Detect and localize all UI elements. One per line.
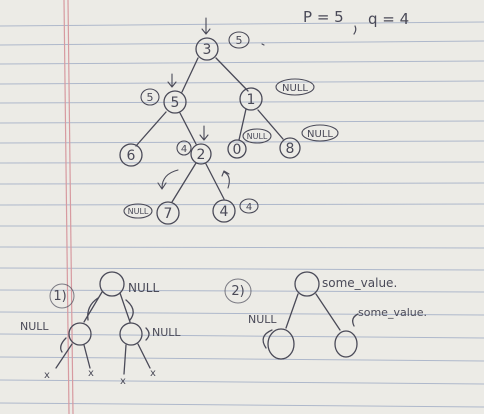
case1-leaf-mark-3: x (120, 376, 126, 387)
lrl-tag: NULL (128, 207, 149, 216)
case1-left-tag: NULL (20, 320, 49, 333)
case1-root-tag: NULL (128, 281, 159, 295)
arrow-node2 (199, 125, 209, 141)
case1-down-1 (55, 343, 73, 369)
node-7-value: 7 (164, 206, 173, 222)
rl-tag: NULL (247, 132, 268, 141)
case1-leaf-mark-4: x (150, 368, 156, 379)
comma-mark (353, 25, 357, 35)
node-8 (279, 137, 301, 159)
lr-tag: 4 (181, 144, 187, 155)
arrow-left (167, 73, 177, 88)
root-tag: 5 (236, 34, 243, 47)
case1-down-3 (123, 344, 127, 375)
rr-tag: NULL (307, 129, 333, 140)
case2-label: 2) (231, 284, 244, 299)
case2-root-tag: some_value. (322, 276, 397, 290)
case2-edge-left (285, 293, 299, 329)
case2-hook-right (352, 313, 359, 327)
case2-edge-right (315, 293, 341, 331)
arrow-root (201, 17, 211, 35)
node-2-value: 2 (197, 147, 206, 163)
case1-left (68, 322, 92, 346)
node-root (195, 37, 219, 61)
node-5-value: 5 (171, 95, 180, 111)
tree-nodes (119, 37, 301, 225)
case2-label-bubble (224, 278, 252, 304)
case1-right (119, 322, 143, 346)
rl-tag-bubble (242, 128, 272, 144)
case1-hook-right (145, 327, 150, 341)
case1-leaf-mark-2: x (88, 368, 94, 379)
case1-label: 1) (53, 289, 66, 304)
p-value-label: P = 5 (303, 8, 344, 26)
case-1: 1) NULL NULL NULL x x x x (20, 271, 181, 387)
case2-right-tag: some_value. (358, 306, 427, 319)
case2-left (267, 328, 295, 360)
node-4 (212, 199, 236, 223)
node-root-value: 3 (203, 42, 212, 58)
case2-left-tag: NULL (248, 313, 277, 326)
arrow-curve-right (221, 170, 230, 189)
node-0-value: 0 (233, 142, 242, 158)
left-tag-bubble (140, 88, 160, 106)
node-6-value: 6 (127, 148, 136, 164)
lrr-tag: 4 (246, 202, 252, 213)
node-5 (163, 90, 187, 114)
node-2 (190, 143, 212, 165)
ruled-lines (0, 21, 484, 408)
case2-hook-left (262, 329, 273, 349)
margin-lines (63, 0, 74, 414)
node-1 (239, 87, 263, 111)
dot-mark (261, 43, 265, 46)
left-tag: 5 (147, 91, 154, 104)
case1-down-2 (83, 344, 91, 369)
node-1-value: 1 (247, 92, 256, 108)
node-6 (119, 143, 143, 167)
case1-label-bubble (49, 283, 75, 309)
case2-right (334, 330, 358, 358)
right-tag: NULL (282, 83, 308, 94)
case1-curve-right (125, 299, 134, 321)
case-2: 2) some_value. NULL some_value. (224, 271, 427, 360)
lrr-tag-bubble (239, 198, 259, 214)
case1-edge-left (83, 291, 103, 323)
lrl-tag-bubble (123, 203, 153, 219)
case1-right-tag: NULL (152, 326, 181, 339)
right-tag-bubble (275, 78, 315, 96)
tree-edges (135, 57, 284, 203)
rr-tag-bubble (301, 124, 339, 142)
node-7 (156, 201, 180, 225)
node-8-value: 8 (286, 141, 295, 157)
arrow-curve-left (157, 169, 179, 190)
case1-edge-right (119, 292, 131, 323)
case1-hook-left (60, 337, 67, 353)
case1-curve-left (87, 297, 99, 321)
case1-leaf-mark-1: x (44, 370, 50, 381)
case1-root (99, 271, 125, 297)
node-0 (227, 139, 247, 159)
lr-tag-bubble (176, 140, 192, 156)
q-value-label: q = 4 (368, 10, 409, 28)
tag-bubbles (123, 31, 339, 219)
case2-root (294, 271, 320, 297)
traversal-arrows (157, 17, 265, 190)
root-tag-bubble (228, 31, 250, 49)
case1-down-4 (137, 343, 151, 369)
node-4-value: 4 (220, 204, 229, 220)
